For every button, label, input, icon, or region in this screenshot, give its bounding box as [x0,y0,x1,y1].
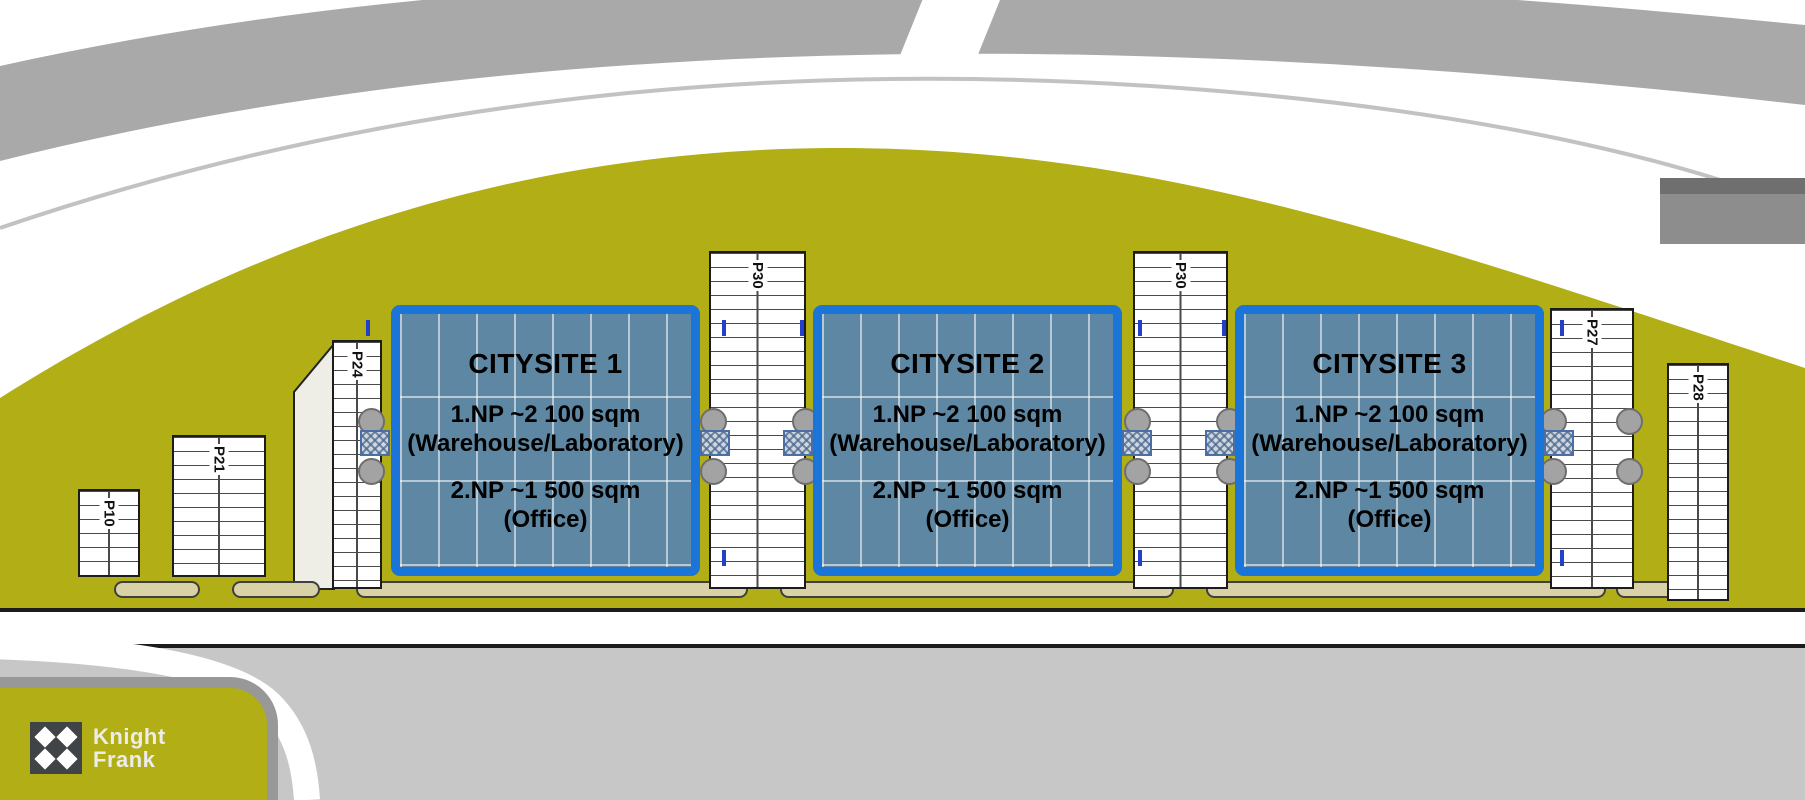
citysite-3-floor1: 1.NP ~2 100 sqm [1294,400,1485,428]
parking-label-p24: P24 [347,349,367,380]
citysite-2-floor2-use: (Office) [925,505,1010,533]
citysite-2-floor1-use: (Warehouse/Laboratory) [829,429,1106,457]
wedge-lot [293,341,335,590]
citysite-3-building: CITYSITE 3 1.NP ~2 100 sqm (Warehouse/La… [1235,305,1544,576]
annotation-mark [722,320,726,336]
citysite-1-floor2: 2.NP ~1 500 sqm [450,476,641,504]
tree [1540,458,1567,485]
annotation-mark [1560,320,1564,336]
logo-mark-diamonds [34,726,78,770]
secondary-road-line [0,76,1805,230]
highway-gap [870,0,1012,157]
sidewalk-island [780,581,1174,598]
parking-label-p27: P27 [1582,317,1602,348]
citysite-2-floor1: 1.NP ~2 100 sqm [872,400,1063,428]
tree [1616,408,1643,435]
logo-text-knight: Knight [93,724,166,749]
sidewalk-island [1206,581,1606,598]
parking-strip-p10: P10 [78,489,140,577]
parking-strip-p21: P21 [172,435,266,577]
logo-mark-square [30,722,82,774]
citysite-1-floor1: 1.NP ~2 100 sqm [450,400,641,428]
tree [1616,458,1643,485]
parking-label-p10: P10 [99,498,119,529]
sidewalk-island [232,581,320,598]
citysite-3-title: CITYSITE 3 [1312,347,1467,379]
neighbor-building-roof [1660,178,1805,194]
parking-label-p30-east: P30 [1171,260,1190,291]
logo-wordmark: Knight Frank [93,725,166,771]
citysite-2-building: CITYSITE 2 1.NP ~2 100 sqm (Warehouse/La… [813,305,1122,576]
road-edge-bottom [0,644,1805,648]
annotation-mark [1222,320,1226,336]
citysite-1-title: CITYSITE 1 [468,347,623,379]
dock-ramp [1544,430,1574,456]
dock-ramp [1122,430,1152,456]
dock-ramp [1205,430,1235,456]
parking-label-p30-west: P30 [748,260,767,291]
annotation-mark [1560,550,1564,566]
citysite-1-building: CITYSITE 1 1.NP ~2 100 sqm (Warehouse/La… [391,305,700,576]
citysite-3-floor2-use: (Office) [1347,505,1432,533]
citysite-1-floor1-use: (Warehouse/Laboratory) [407,429,684,457]
knight-frank-logo: Knight Frank [30,722,166,774]
annotation-mark [366,320,370,336]
citysite-2-floor2: 2.NP ~1 500 sqm [872,476,1063,504]
parking-strip-p28: P28 [1667,363,1729,601]
parking-label-p28: P28 [1688,372,1708,403]
dock-ramp [700,430,730,456]
annotation-mark [1138,550,1142,566]
bottom-road [0,612,1805,644]
logo-text-frank: Frank [93,747,156,772]
annotation-mark [800,320,804,336]
parking-label-p21: P21 [209,444,229,475]
dock-ramp [783,430,813,456]
annotation-mark [722,550,726,566]
tree [1124,458,1151,485]
citysite-3-floor1-use: (Warehouse/Laboratory) [1251,429,1528,457]
sidewalk-island [114,581,200,598]
citysite-1-floor2-use: (Office) [503,505,588,533]
road-edge-top [0,608,1805,612]
citysite-2-title: CITYSITE 2 [890,347,1045,379]
annotation-mark [1138,320,1142,336]
citysite-3-floor2: 2.NP ~1 500 sqm [1294,476,1485,504]
sidewalk-island [356,581,748,598]
top-highway [0,0,1805,161]
dock-ramp [360,430,390,456]
knight-frank-logo-mark [30,722,82,774]
tree [700,458,727,485]
tree [358,458,385,485]
